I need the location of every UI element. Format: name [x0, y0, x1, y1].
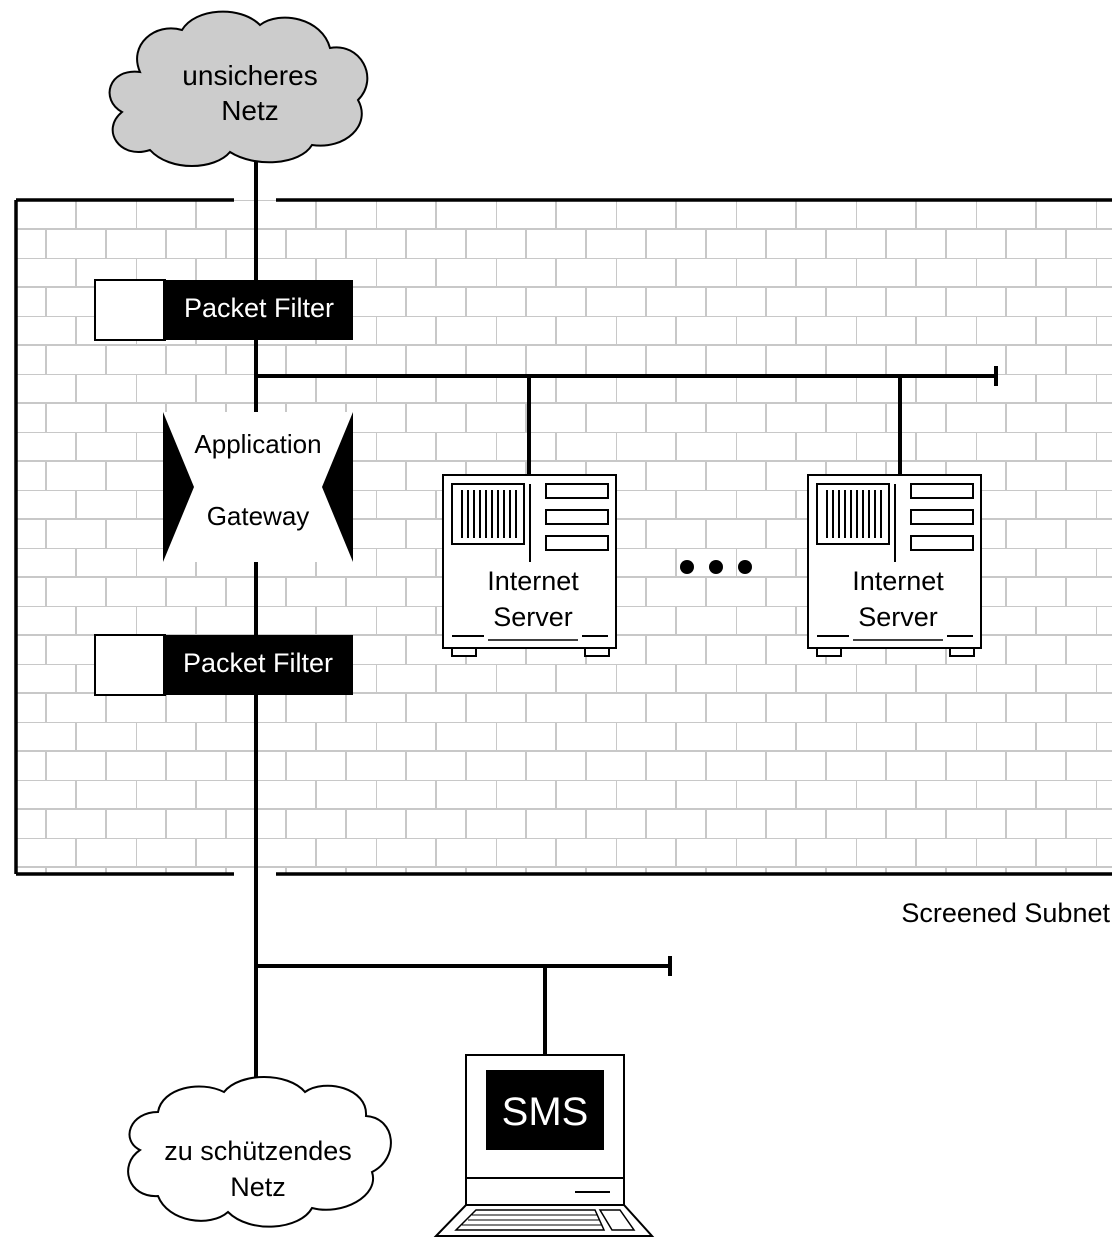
gateway-line2: Gateway	[207, 501, 310, 531]
packet-filter-bottom-label: Packet Filter	[183, 648, 333, 678]
protected-network-cloud: zu schützendes Netz	[127, 1076, 392, 1228]
sms-workstation: SMS	[433, 1054, 655, 1237]
screened-subnet-label: Screened Subnet	[901, 898, 1110, 928]
cloud-top-line2: Netz	[221, 95, 279, 126]
gateway-line1: Application	[194, 429, 321, 459]
cloud-bottom-line2: Netz	[230, 1172, 286, 1202]
subnet-border	[14, 198, 1112, 876]
server-2-line1: Internet	[852, 566, 944, 596]
internet-server-2: Internet Server	[807, 474, 982, 657]
internet-server-1: Internet Server	[442, 474, 617, 657]
sms-label: SMS	[502, 1090, 589, 1134]
server-2-line2: Server	[858, 602, 938, 632]
packet-filter-top: Packet Filter	[94, 279, 353, 341]
application-gateway: Application Gateway	[163, 412, 353, 562]
unsecure-network-cloud: unsicheres Netz	[108, 10, 369, 167]
ellipsis-dots	[680, 560, 752, 574]
internal-bus	[256, 956, 672, 1058]
server-1-line1: Internet	[487, 566, 579, 596]
subnet-bus	[256, 366, 998, 475]
server-1-line2: Server	[493, 602, 573, 632]
cloud-bottom-line1: zu schützendes	[164, 1136, 352, 1166]
packet-filter-top-label: Packet Filter	[184, 293, 334, 323]
packet-filter-bottom: Packet Filter	[94, 634, 353, 696]
cloud-top-line1: unsicheres	[182, 60, 317, 91]
